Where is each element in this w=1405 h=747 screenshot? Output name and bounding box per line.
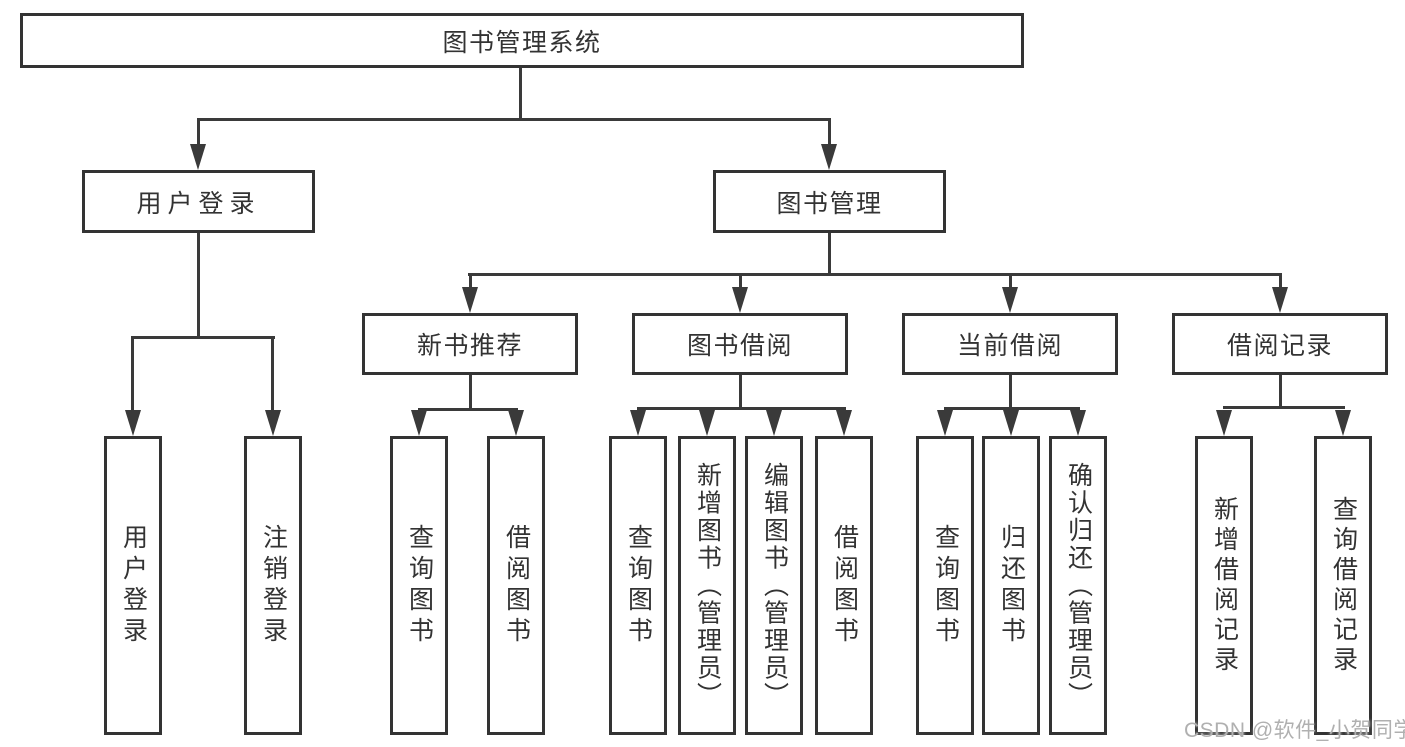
node-borrowing-records-label: 借阅记录: [1226, 332, 1333, 360]
node-root-label: 图书管理系统: [442, 28, 602, 57]
node-book-management-label: 图书管理: [776, 189, 883, 218]
node-book-borrowing-label: 图书借阅: [686, 332, 793, 360]
connector-drop-leaf-logout: [271, 339, 274, 411]
leaf-cb-return-books: 归还图书: [982, 436, 1040, 735]
leaf-nb-borrow-books: 借阅图书: [487, 436, 545, 735]
leaf-cb-query-books: 查询图书: [916, 436, 974, 735]
leaf-nb-borrow-books-label: 借阅图书: [502, 523, 531, 648]
leaf-bb-edit-books-admin: 编辑图书（管理员）: [745, 436, 803, 735]
arrowhead-bb-query: [630, 410, 646, 436]
leaf-br-query-record-label: 查询借阅记录: [1329, 495, 1358, 676]
node-new-book-recommend-label: 新书推荐: [416, 332, 523, 360]
leaf-br-add-record: 新增借阅记录: [1195, 436, 1253, 735]
connector-book-borrowing-elbow: [637, 407, 846, 410]
leaf-logout-label: 注销登录: [259, 523, 288, 648]
leaf-bb-borrow-books-label: 借阅图书: [830, 523, 859, 648]
connector-book-borrowing-stem: [739, 375, 742, 410]
leaf-bb-add-books-admin: 新增图书（管理员）: [678, 436, 736, 735]
connector-root-stem: [519, 68, 522, 121]
leaf-cb-confirm-return-admin: 确认归还（管理员）: [1049, 436, 1107, 735]
arrowhead-br-query: [1335, 410, 1351, 436]
csdn-watermark: CSDN @软件_小贺同学: [1184, 719, 1405, 742]
leaf-bb-query-books-label: 查询图书: [624, 523, 653, 648]
connector-level2-elbow: [197, 118, 831, 121]
leaf-logout: 注销登录: [244, 436, 302, 735]
arrowhead-nb-query: [411, 410, 427, 436]
node-new-book-recommend: 新书推荐: [362, 313, 578, 375]
node-current-borrowing: 当前借阅: [902, 313, 1118, 375]
arrowhead-book-management: [821, 144, 837, 170]
arrowhead-cb-return: [1003, 410, 1019, 436]
arrowhead-bb-edit: [766, 410, 782, 436]
arrowhead-current-borrowing: [1002, 287, 1018, 313]
node-book-borrowing: 图书借阅: [632, 313, 848, 375]
arrowhead-nb-borrow: [508, 410, 524, 436]
connector-login-elbow: [131, 336, 275, 339]
leaf-nb-query-books: 查询图书: [390, 436, 448, 735]
connector-level3-elbow: [468, 273, 1282, 276]
connector-drop-leaf-login: [131, 339, 134, 411]
connector-current-borrowing-stem: [1009, 375, 1012, 410]
arrowhead-br-add: [1216, 410, 1232, 436]
node-book-management: 图书管理: [713, 170, 946, 233]
node-root: 图书管理系统: [20, 13, 1024, 68]
arrowhead-new-book: [462, 287, 478, 313]
leaf-br-query-record: 查询借阅记录: [1314, 436, 1372, 735]
connector-new-book-stem: [469, 375, 472, 411]
connector-drop-book-borrowing: [739, 276, 742, 288]
connector-drop-borrowing-records: [1279, 276, 1282, 288]
leaf-nb-query-books-label: 查询图书: [405, 523, 434, 648]
node-current-borrowing-label: 当前借阅: [956, 332, 1063, 360]
leaf-bb-edit-books-admin-label: 编辑图书（管理员）: [760, 461, 789, 710]
leaf-bb-query-books: 查询图书: [609, 436, 667, 735]
leaf-user-login: 用户登录: [104, 436, 162, 735]
leaf-bb-add-books-admin-label: 新增图书（管理员）: [693, 461, 722, 710]
leaf-cb-query-books-label: 查询图书: [931, 523, 960, 648]
connector-current-borrowing-elbow: [944, 407, 1080, 410]
leaf-user-login-label: 用户登录: [119, 523, 148, 648]
node-borrowing-records: 借阅记录: [1172, 313, 1388, 375]
arrowhead-cb-query: [937, 410, 953, 436]
node-user-login: 用户登录: [82, 170, 315, 233]
connector-user-login-stem: [197, 233, 200, 339]
arrowhead-borrowing-records: [1272, 287, 1288, 313]
node-user-login-label: 用户登录: [136, 189, 261, 218]
arrowhead-book-borrowing: [732, 287, 748, 313]
arrowhead-cb-confirm: [1070, 410, 1086, 436]
arrowhead-leaf-logout: [265, 410, 281, 436]
leaf-cb-confirm-return-admin-label: 确认归还（管理员）: [1064, 461, 1093, 710]
arrowhead-bb-borrow: [836, 410, 852, 436]
connector-book-management-stem: [828, 233, 831, 276]
connector-drop-book-management: [828, 121, 831, 146]
connector-drop-user-login: [197, 121, 200, 146]
arrowhead-user-login: [190, 144, 206, 170]
connector-borrowing-records-elbow: [1223, 406, 1345, 409]
leaf-br-add-record-label: 新增借阅记录: [1210, 495, 1239, 676]
connector-new-book-elbow: [418, 408, 518, 411]
arrowhead-bb-add: [699, 410, 715, 436]
arrowhead-leaf-login: [125, 410, 141, 436]
connector-borrowing-records-stem: [1279, 375, 1282, 409]
connector-drop-current-borrowing: [1009, 276, 1012, 288]
connector-drop-new-book: [469, 276, 472, 288]
leaf-cb-return-books-label: 归还图书: [997, 523, 1026, 648]
leaf-bb-borrow-books: 借阅图书: [815, 436, 873, 735]
